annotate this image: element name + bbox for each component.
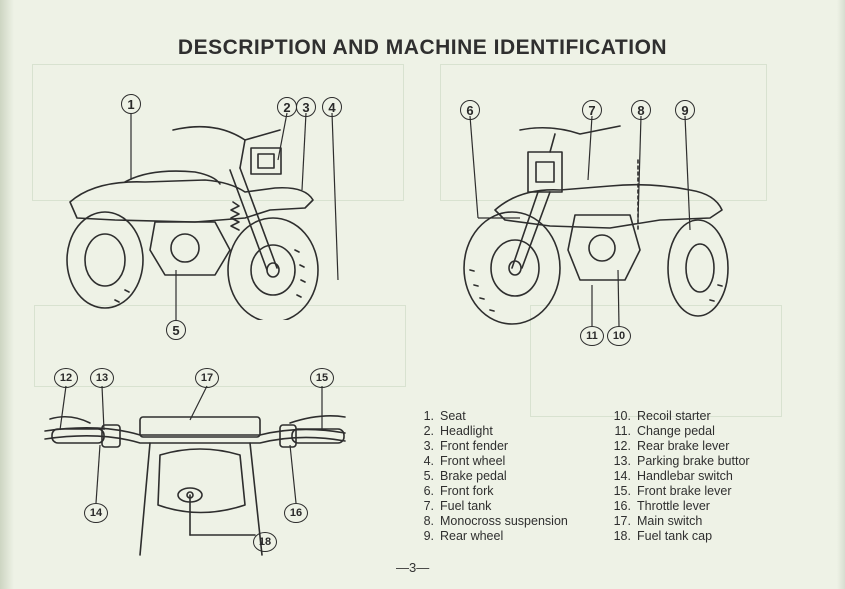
legend-item: 11.Change pedal bbox=[614, 424, 715, 438]
page-gutter-shadow bbox=[0, 0, 14, 589]
legend-item: 8.Monocross suspension bbox=[423, 514, 568, 528]
page-title: DESCRIPTION AND MACHINE IDENTIFICATION bbox=[177, 36, 668, 59]
callout-throttle-lever: 16 bbox=[284, 503, 308, 523]
legend-item: 2.Headlight bbox=[423, 424, 493, 438]
legend-item: 1.Seat bbox=[423, 409, 466, 423]
atv-left-side-illustration bbox=[66, 125, 319, 320]
legend-item: 10.Recoil starter bbox=[613, 409, 711, 423]
legend-item: 17.Main switch bbox=[613, 514, 703, 528]
callout-main-switch: 17 bbox=[195, 368, 219, 388]
legend-item: 7.Fuel tank bbox=[423, 499, 492, 513]
show-through-box bbox=[530, 305, 782, 417]
callout-handlebar-switch: 14 bbox=[84, 503, 108, 523]
legend-item: 16.Throttle lever bbox=[613, 499, 710, 513]
parts-legend-column-1: 1.Seat 2.Headlight 3.Front fender 4.Fron… bbox=[412, 409, 568, 544]
callout-front-fender: 3 bbox=[296, 97, 316, 117]
callout-front-brake-lever: 15 bbox=[310, 368, 334, 388]
callout-parking-brake-button: 13 bbox=[90, 368, 114, 388]
callout-front-wheel: 4 bbox=[322, 97, 342, 117]
parts-legend-column-2: 10.Recoil starter 11.Change pedal 12.Rea… bbox=[609, 409, 839, 544]
legend-item: 14.Handlebar switch bbox=[613, 469, 733, 483]
legend-item: 12.Rear brake lever bbox=[613, 439, 730, 453]
show-through-box bbox=[440, 64, 767, 201]
legend-item: 5.Brake pedal bbox=[423, 469, 507, 483]
callout-fuel-tank-cap: 18 bbox=[253, 532, 277, 552]
callout-brake-pedal: 5 bbox=[166, 320, 186, 340]
legend-item: 13.Parking brake buttor bbox=[613, 454, 750, 468]
show-through-box bbox=[34, 305, 406, 387]
callout-recoil-starter: 10 bbox=[607, 326, 631, 346]
legend-item: 4.Front wheel bbox=[423, 454, 506, 468]
callout-headlight: 2 bbox=[277, 97, 297, 117]
callout-fuel-tank: 7 bbox=[582, 100, 602, 120]
callout-change-pedal: 11 bbox=[580, 326, 604, 346]
legend-item: 18.Fuel tank cap bbox=[613, 529, 713, 543]
page-edge-shadow bbox=[837, 0, 845, 589]
show-through-box bbox=[32, 64, 404, 201]
page-number: —3— bbox=[396, 560, 430, 575]
atv-right-side-illustration bbox=[463, 125, 729, 325]
legend-item: 6.Front fork bbox=[423, 484, 494, 498]
callout-seat: 1 bbox=[121, 94, 141, 114]
legend-item: 15.Front brake lever bbox=[613, 484, 732, 498]
legend-item: 3.Front fender bbox=[423, 439, 509, 453]
callout-rear-brake-lever: 12 bbox=[54, 368, 78, 388]
callout-monocross-suspension: 8 bbox=[631, 100, 651, 120]
callout-front-fork: 6 bbox=[460, 100, 480, 120]
callout-rear-wheel: 9 bbox=[675, 100, 695, 120]
legend-item: 9.Rear wheel bbox=[423, 529, 504, 543]
handlebar-top-view-illustration bbox=[44, 415, 346, 556]
